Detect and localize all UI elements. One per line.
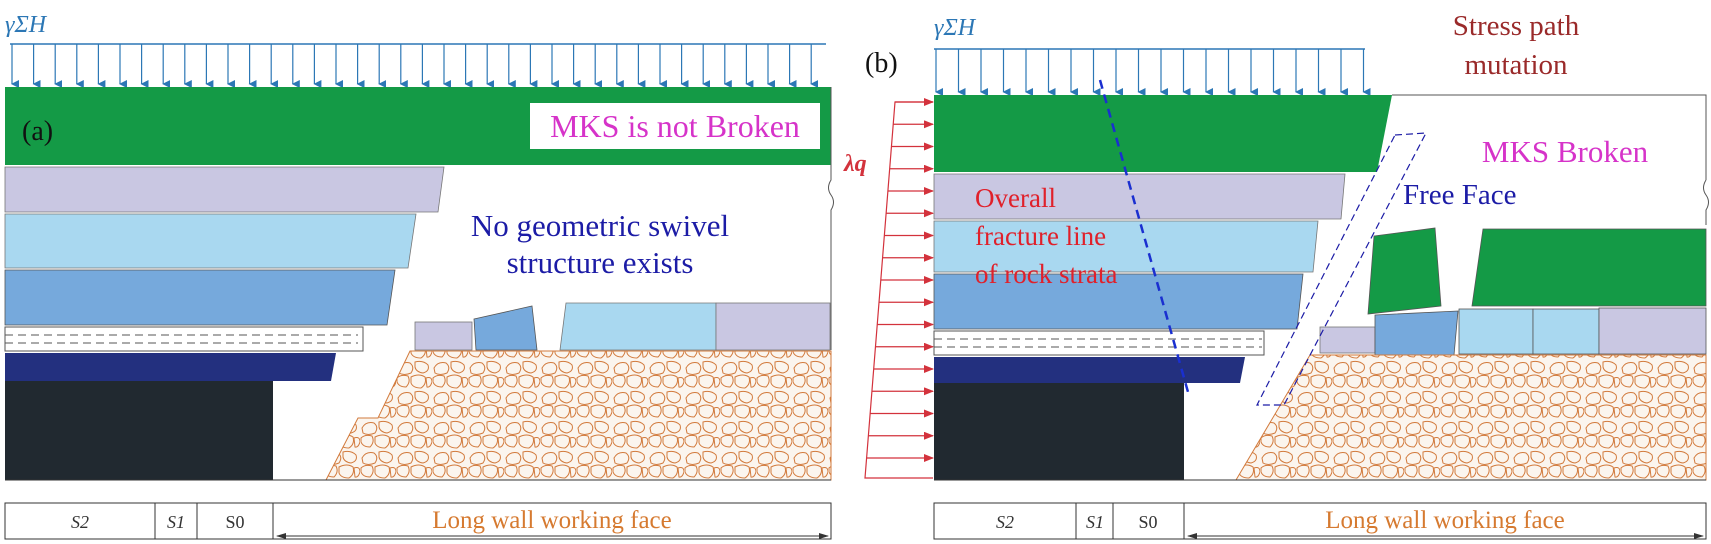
panel-a-caved-block bbox=[414, 321, 473, 351]
panel-a-mks-label: MKS is not Broken bbox=[550, 108, 800, 144]
panel-b-caved-block bbox=[1319, 326, 1376, 354]
panel-a-note-line1: No geometric swivel bbox=[471, 208, 729, 243]
panel-b-fracture-line bbox=[1098, 79, 1190, 393]
panel-b-side-load-label: λq bbox=[843, 151, 867, 177]
panel-a-coal-seam bbox=[5, 381, 273, 480]
panel-b-thin-strata bbox=[933, 330, 1265, 356]
panel-b-mks-layer bbox=[934, 95, 1392, 172]
panel-b-mid-blue-layer bbox=[933, 273, 1304, 330]
panel-b-caved-block bbox=[1598, 307, 1707, 355]
panel-b-coal-seam bbox=[934, 383, 1184, 480]
panel-a-light-blue-layer bbox=[4, 213, 417, 269]
panel-b-broken-block bbox=[1471, 228, 1707, 307]
panel-b-working-face-label: Long wall working face bbox=[1325, 507, 1565, 534]
panel-a: γΣH (a) MKS is not Broken No geometric s… bbox=[4, 12, 834, 540]
panel-b-dim-s2: S2 bbox=[996, 512, 1014, 532]
panel-a-caved-block bbox=[473, 305, 538, 351]
panel-a-gob-area bbox=[325, 350, 832, 481]
panel-b-dim-s1: S1 bbox=[1086, 512, 1104, 532]
panel-b-stress-line1: Stress path bbox=[1453, 10, 1580, 42]
panel-a-dim-s0: S0 bbox=[225, 512, 244, 532]
panel-b-dimension-row bbox=[933, 502, 1707, 540]
panel-a-note-line2: structure exists bbox=[507, 245, 694, 280]
panel-b-free-face-outline bbox=[1256, 132, 1428, 406]
panel-b-fracture-line3: of rock strata bbox=[975, 259, 1117, 289]
panel-b-label: (b) bbox=[865, 48, 898, 79]
panel-b-load-arrows bbox=[935, 49, 1371, 96]
panel-b-broken-block bbox=[1367, 227, 1442, 315]
panel-b-break-mark bbox=[1703, 179, 1709, 225]
panel-a-load-arrows bbox=[11, 44, 819, 88]
panel-a-caved-block bbox=[559, 302, 717, 351]
panel-b-caved-block bbox=[1458, 308, 1534, 355]
panel-b-caved-block bbox=[1532, 308, 1600, 355]
panel-b-fracture-line1: Overall bbox=[975, 183, 1056, 213]
panel-b-caved-block bbox=[1374, 310, 1459, 356]
panel-a-dim-s1: S1 bbox=[167, 512, 185, 532]
panel-a-dimension-row bbox=[4, 502, 832, 540]
panel-b-fracture-line2: fracture line bbox=[975, 221, 1106, 251]
panel-a-mks-label-box bbox=[530, 103, 820, 149]
panel-b-gob-area bbox=[1235, 354, 1707, 481]
panel-a-working-face-label: Long wall working face bbox=[432, 507, 672, 534]
panel-a-load-label: γΣH bbox=[5, 12, 48, 38]
panel-b-mks-label: MKS Broken bbox=[1482, 134, 1649, 169]
panel-a-break-mark bbox=[828, 87, 834, 350]
panel-a-label: (a) bbox=[22, 116, 53, 147]
panel-a-lavender-layer bbox=[4, 166, 445, 213]
panel-b-dark-blue-layer bbox=[934, 357, 1245, 383]
panel-b-lavender-layer bbox=[933, 173, 1346, 220]
panel-b-load-label: γΣH bbox=[934, 15, 977, 41]
panel-b: (b) γΣH Stress path mutation λq bbox=[843, 10, 1709, 540]
panel-a-mid-blue-layer bbox=[4, 269, 396, 326]
panel-b-stress-line2: mutation bbox=[1464, 49, 1568, 81]
panel-a-thin-strata bbox=[4, 326, 364, 352]
panel-b-side-load-arrows bbox=[866, 98, 934, 462]
panel-b-light-blue-layer bbox=[933, 220, 1319, 273]
panel-a-dark-blue-layer bbox=[5, 353, 336, 381]
panel-a-caved-block bbox=[715, 302, 831, 351]
panel-a-dim-s2: S2 bbox=[71, 512, 89, 532]
panel-b-frame bbox=[1392, 94, 1707, 180]
panel-b-side-load-outline bbox=[864, 101, 933, 479]
panel-b-free-face-label: Free Face bbox=[1403, 179, 1517, 211]
panel-b-dim-s0: S0 bbox=[1138, 512, 1157, 532]
